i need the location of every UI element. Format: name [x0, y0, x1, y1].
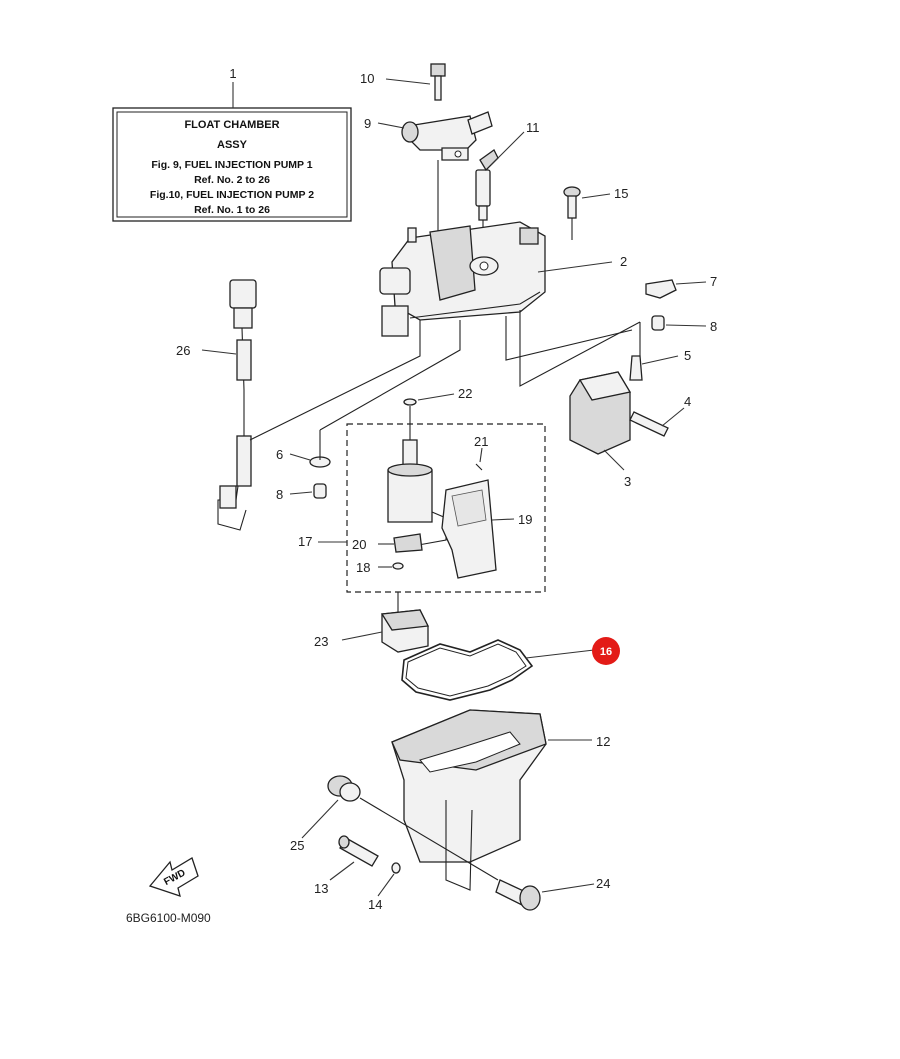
grommet-part-25[interactable]: [301, 775, 499, 881]
holder-part-6[interactable]: [289, 430, 331, 468]
bolt-part-10[interactable]: [385, 63, 446, 101]
callout-26: 26: [176, 343, 190, 358]
sensor-part-11[interactable]: [475, 131, 525, 260]
assembly-guide-lines: [249, 310, 641, 441]
fuel-pump-assembly-part-17[interactable]: [318, 423, 546, 593]
note-line-4: Ref. No. 1 to 26: [194, 204, 270, 216]
callout-8-lower: 8: [276, 487, 283, 502]
callout-14: 14: [368, 897, 382, 912]
callout-13: 13: [314, 881, 328, 896]
callout-4: 4: [684, 394, 691, 409]
screw-part-8-lower[interactable]: [289, 483, 327, 499]
callout-16: 16: [600, 646, 612, 658]
drain-screw-part-13[interactable]: [329, 835, 379, 881]
note-line-1: Fig. 9, FUEL INJECTION PUMP 1: [151, 159, 312, 171]
o-ring-part-14[interactable]: [377, 862, 401, 897]
highlight-callout-16[interactable]: 16: [592, 637, 620, 665]
o-ring-part-22[interactable]: [403, 393, 455, 440]
callout-19: 19: [518, 512, 532, 527]
callout-12: 12: [596, 734, 610, 749]
diagram-code: 6BG6100-M090: [126, 911, 211, 925]
note-subtitle: ASSY: [217, 139, 248, 151]
bracket-part-20[interactable]: [378, 533, 423, 553]
callout-21: 21: [474, 434, 488, 449]
callout-11: 11: [526, 120, 540, 135]
callout-labels: 1 2 3 4 5 6 7 8 8 9 10 11 12 13 14 15 17…: [176, 66, 717, 912]
callout-17: 17: [298, 534, 312, 549]
float-chamber-note-box: FLOAT CHAMBER ASSY Fig. 9, FUEL INJECTIO…: [112, 82, 352, 222]
callout-15: 15: [614, 186, 628, 201]
wire-harness-part-26[interactable]: [201, 279, 257, 531]
float-chamber-part-12[interactable]: [391, 709, 592, 891]
holder-part-23[interactable]: [341, 609, 429, 653]
filter-part-19[interactable]: [441, 479, 515, 579]
separator-part-3[interactable]: [569, 371, 632, 471]
pressure-regulator-part-9[interactable]: [377, 111, 493, 232]
callout-24: 24: [596, 876, 610, 891]
callout-20: 20: [352, 537, 366, 552]
float-chamber-cover-part-2[interactable]: [379, 221, 613, 337]
ring-part-18[interactable]: [378, 562, 404, 612]
callout-25: 25: [290, 838, 304, 853]
drain-bolt-part-24[interactable]: [495, 879, 595, 911]
callout-7: 7: [710, 274, 717, 289]
gasket-part-16[interactable]: [401, 639, 595, 701]
callout-22: 22: [458, 386, 472, 401]
callout-9: 9: [364, 116, 371, 131]
callout-8-upper: 8: [710, 319, 717, 334]
note-line-2: Ref. No. 2 to 26: [194, 174, 270, 186]
screw-part-15[interactable]: [563, 186, 611, 240]
callout-6: 6: [276, 447, 283, 462]
callout-23: 23: [314, 634, 328, 649]
pin-part-4[interactable]: [629, 407, 685, 437]
valve-part-5[interactable]: [629, 355, 679, 381]
clip-part-21[interactable]: [475, 447, 483, 471]
callout-2: 2: [620, 254, 627, 269]
note-title: FLOAT CHAMBER: [184, 119, 279, 131]
callout-3: 3: [624, 474, 631, 489]
callout-5: 5: [684, 348, 691, 363]
fwd-arrow-icon: FWD: [148, 857, 199, 897]
bracket-part-7[interactable]: [645, 279, 707, 299]
callout-18: 18: [356, 560, 370, 575]
callout-1: 1: [229, 66, 236, 81]
screw-part-8-upper[interactable]: [651, 315, 707, 331]
note-line-3: Fig.10, FUEL INJECTION PUMP 2: [150, 189, 314, 201]
fuel-pump-body[interactable]: [387, 439, 447, 549]
callout-10: 10: [360, 71, 374, 86]
